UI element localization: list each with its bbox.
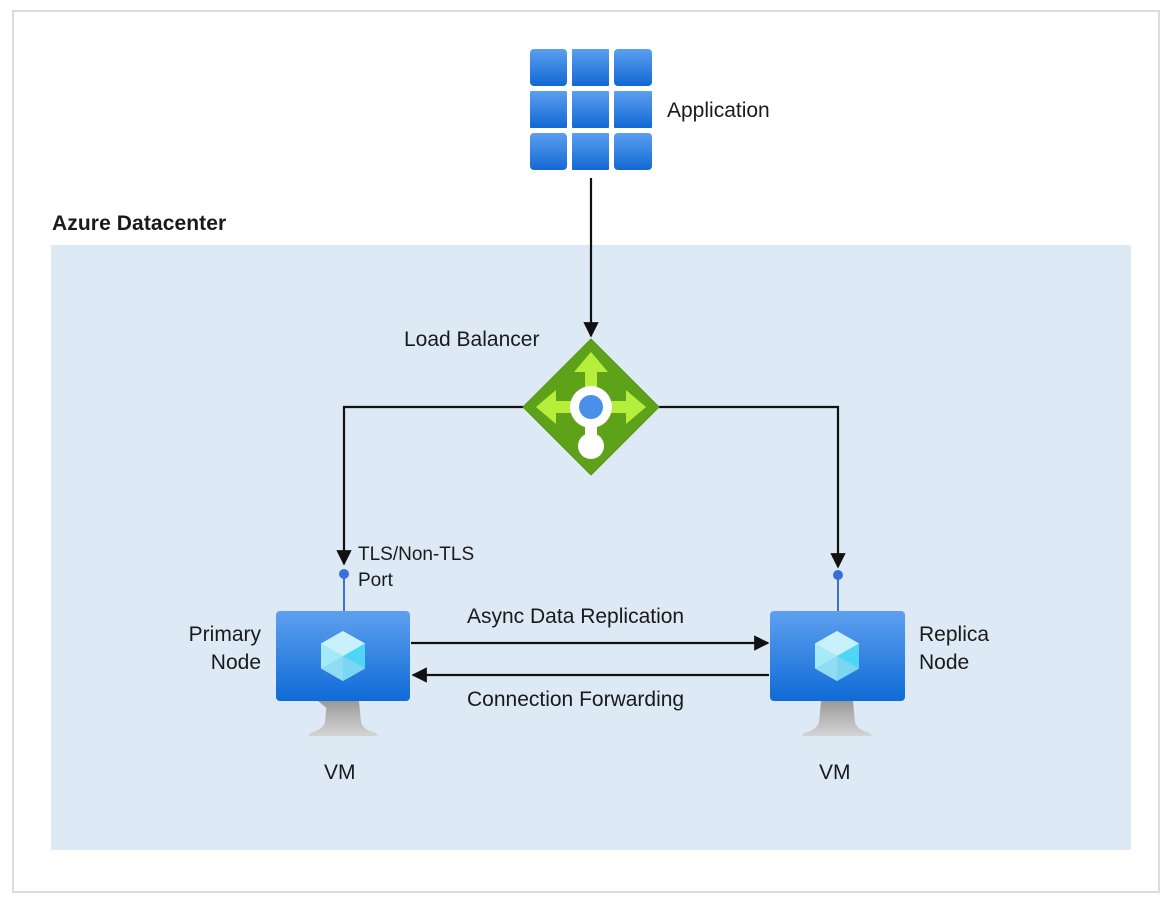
async-replication-label: Async Data Replication [467, 605, 685, 628]
primary-vm-icon [276, 611, 410, 736]
port-label-line1: TLS/Non-TLS [358, 544, 475, 565]
primary-vm-type-label: VM [324, 761, 356, 784]
load-balancer-label: Load Balancer [404, 328, 540, 351]
connection-forwarding-label: Connection Forwarding [467, 688, 685, 711]
edge-lb-to-primary [336, 405, 524, 566]
edge-lb-to-replica [658, 405, 846, 569]
replica-node-label-line2: Node [919, 651, 970, 674]
replica-port [833, 570, 843, 612]
app-grid-icon [530, 49, 652, 170]
port-label-line2: Port [358, 570, 393, 591]
replica-node-label-line1: Replica [919, 623, 990, 646]
application-label: Application [667, 99, 770, 122]
replica-vm-icon [770, 611, 905, 736]
load-balancer-icon [522, 338, 660, 476]
primary-node-label-line1: Primary [188, 623, 261, 646]
primary-node-label-line2: Node [210, 651, 261, 674]
replica-vm-type-label: VM [819, 761, 851, 784]
datacenter-title: Azure Datacenter [52, 212, 227, 235]
primary-port [339, 569, 349, 612]
